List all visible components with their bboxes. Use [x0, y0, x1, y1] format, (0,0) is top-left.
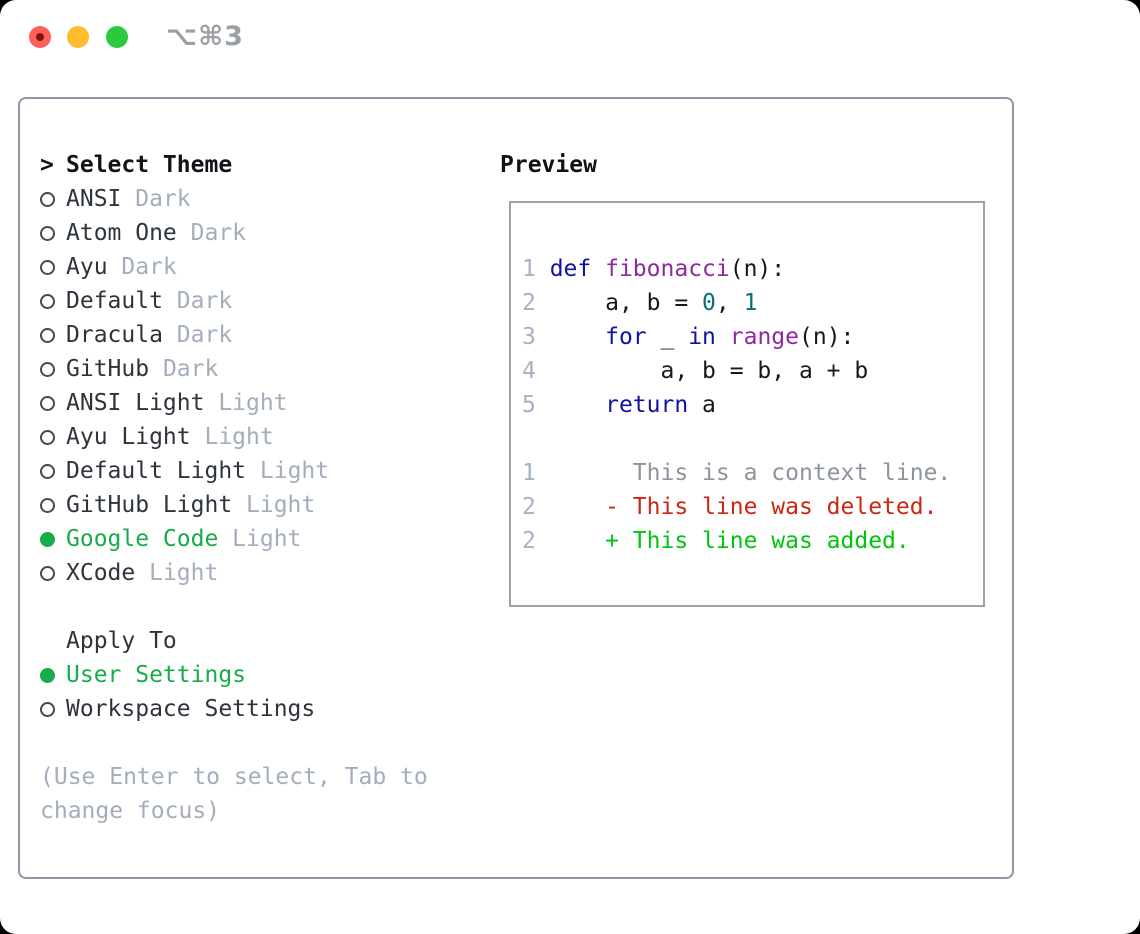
radio-icon — [40, 327, 66, 343]
apply-to-title: Apply To — [66, 628, 177, 654]
theme-option[interactable]: ANSI Dark — [40, 182, 428, 216]
select-theme-title: Select Theme — [66, 152, 233, 178]
unsaved-indicator-icon — [36, 33, 44, 41]
radio-selected-icon — [40, 531, 66, 547]
code-line: 1 This is a context line. — [522, 460, 952, 486]
option-variant-label: Light — [204, 424, 274, 450]
radio-icon — [40, 429, 66, 445]
option-label: ANSI Light — [66, 390, 219, 416]
theme-option[interactable]: Dracula Dark — [40, 318, 428, 352]
zoom-button[interactable] — [106, 26, 128, 48]
option-variant-label: Light — [246, 492, 316, 518]
theme-option[interactable]: GitHub Light Light — [40, 488, 428, 522]
option-label: User Settings — [66, 662, 247, 688]
option-variant-label: Dark — [176, 322, 233, 348]
radio-icon — [40, 565, 66, 581]
theme-option[interactable]: GitHub Dark — [40, 352, 428, 386]
preview-box: 1 def fibonacci(n): 2 a, b = 0, 1 3 for _ … — [509, 201, 985, 607]
radio-icon — [40, 225, 66, 241]
theme-option[interactable]: Ayu Light Light — [40, 420, 428, 454]
option-label: Workspace Settings — [66, 696, 316, 722]
option-label: Ayu Light — [66, 424, 205, 450]
radio-icon — [40, 259, 66, 275]
select-theme-header: > Select Theme — [40, 148, 428, 182]
theme-option[interactable]: ANSI Light Light — [40, 386, 428, 420]
code-line: 5 return a — [522, 392, 716, 418]
theme-option[interactable]: Ayu Dark — [40, 250, 428, 284]
radio-icon — [40, 293, 66, 309]
option-variant-label: Light — [232, 526, 302, 552]
radio-icon — [40, 395, 66, 411]
code-line: 4 a, b = b, a + b — [522, 358, 869, 384]
title-bar: ⌥⌘3 — [0, 0, 1140, 74]
selection-cursor: > — [40, 152, 54, 178]
option-variant-label: Light — [218, 390, 288, 416]
radio-icon — [40, 463, 66, 479]
code-line: 2 + This line was added. — [522, 528, 910, 554]
option-variant-label: Dark — [135, 186, 191, 212]
code-preview: 1 def fibonacci(n): 2 a, b = 0, 1 3 for _ … — [511, 203, 983, 558]
minimize-button[interactable] — [67, 26, 89, 48]
hint-text-line-1: (Use Enter to select, Tab to — [40, 764, 428, 790]
radio-icon — [40, 701, 66, 717]
option-variant-label: Light — [259, 458, 330, 484]
window-title-shortcut: ⌥⌘3 — [166, 21, 244, 52]
theme-option[interactable]: Google Code Light — [40, 522, 428, 556]
option-label: Default — [66, 288, 177, 314]
option-label: XCode — [66, 560, 150, 586]
theme-option[interactable]: XCode Light — [40, 556, 428, 590]
option-label: Default Light — [66, 458, 260, 484]
option-label: Google Code — [66, 526, 233, 552]
radio-icon — [40, 361, 66, 377]
option-label: GitHub — [66, 356, 163, 382]
hint-text-line-2: change focus) — [40, 798, 221, 824]
code-line: 1 def fibonacci(n): — [522, 256, 786, 282]
option-variant-label: Dark — [121, 254, 177, 280]
option-label: Dracula — [66, 322, 177, 348]
code-line: 2 a, b = 0, 1 — [522, 290, 758, 316]
apply-to-option[interactable]: Workspace Settings — [40, 692, 428, 726]
option-variant-label: Dark — [176, 288, 233, 314]
theme-option[interactable]: Atom One Dark — [40, 216, 428, 250]
preview-title: Preview — [500, 152, 597, 178]
spacer — [40, 590, 428, 624]
theme-option[interactable]: Default Light Light — [40, 454, 428, 488]
option-label: Atom One — [66, 220, 191, 246]
code-line — [522, 422, 983, 456]
radio-icon — [40, 191, 66, 207]
option-label: ANSI — [66, 186, 136, 212]
close-button[interactable] — [29, 26, 51, 48]
code-line: 2 - This line was deleted. — [522, 494, 938, 520]
apply-to-header: Apply To — [40, 624, 428, 658]
apply-to-option[interactable]: User Settings — [40, 658, 428, 692]
option-label: GitHub Light — [66, 492, 247, 518]
option-variant-label: Light — [149, 560, 219, 586]
theme-option[interactable]: Default Dark — [40, 284, 428, 318]
radio-selected-icon — [40, 667, 66, 683]
option-variant-label: Dark — [162, 356, 219, 382]
radio-icon — [40, 497, 66, 513]
option-label: Ayu — [66, 254, 122, 280]
option-variant-label: Dark — [190, 220, 247, 246]
spacer — [40, 726, 428, 760]
code-line: 3 for _ in range(n): — [522, 324, 855, 350]
